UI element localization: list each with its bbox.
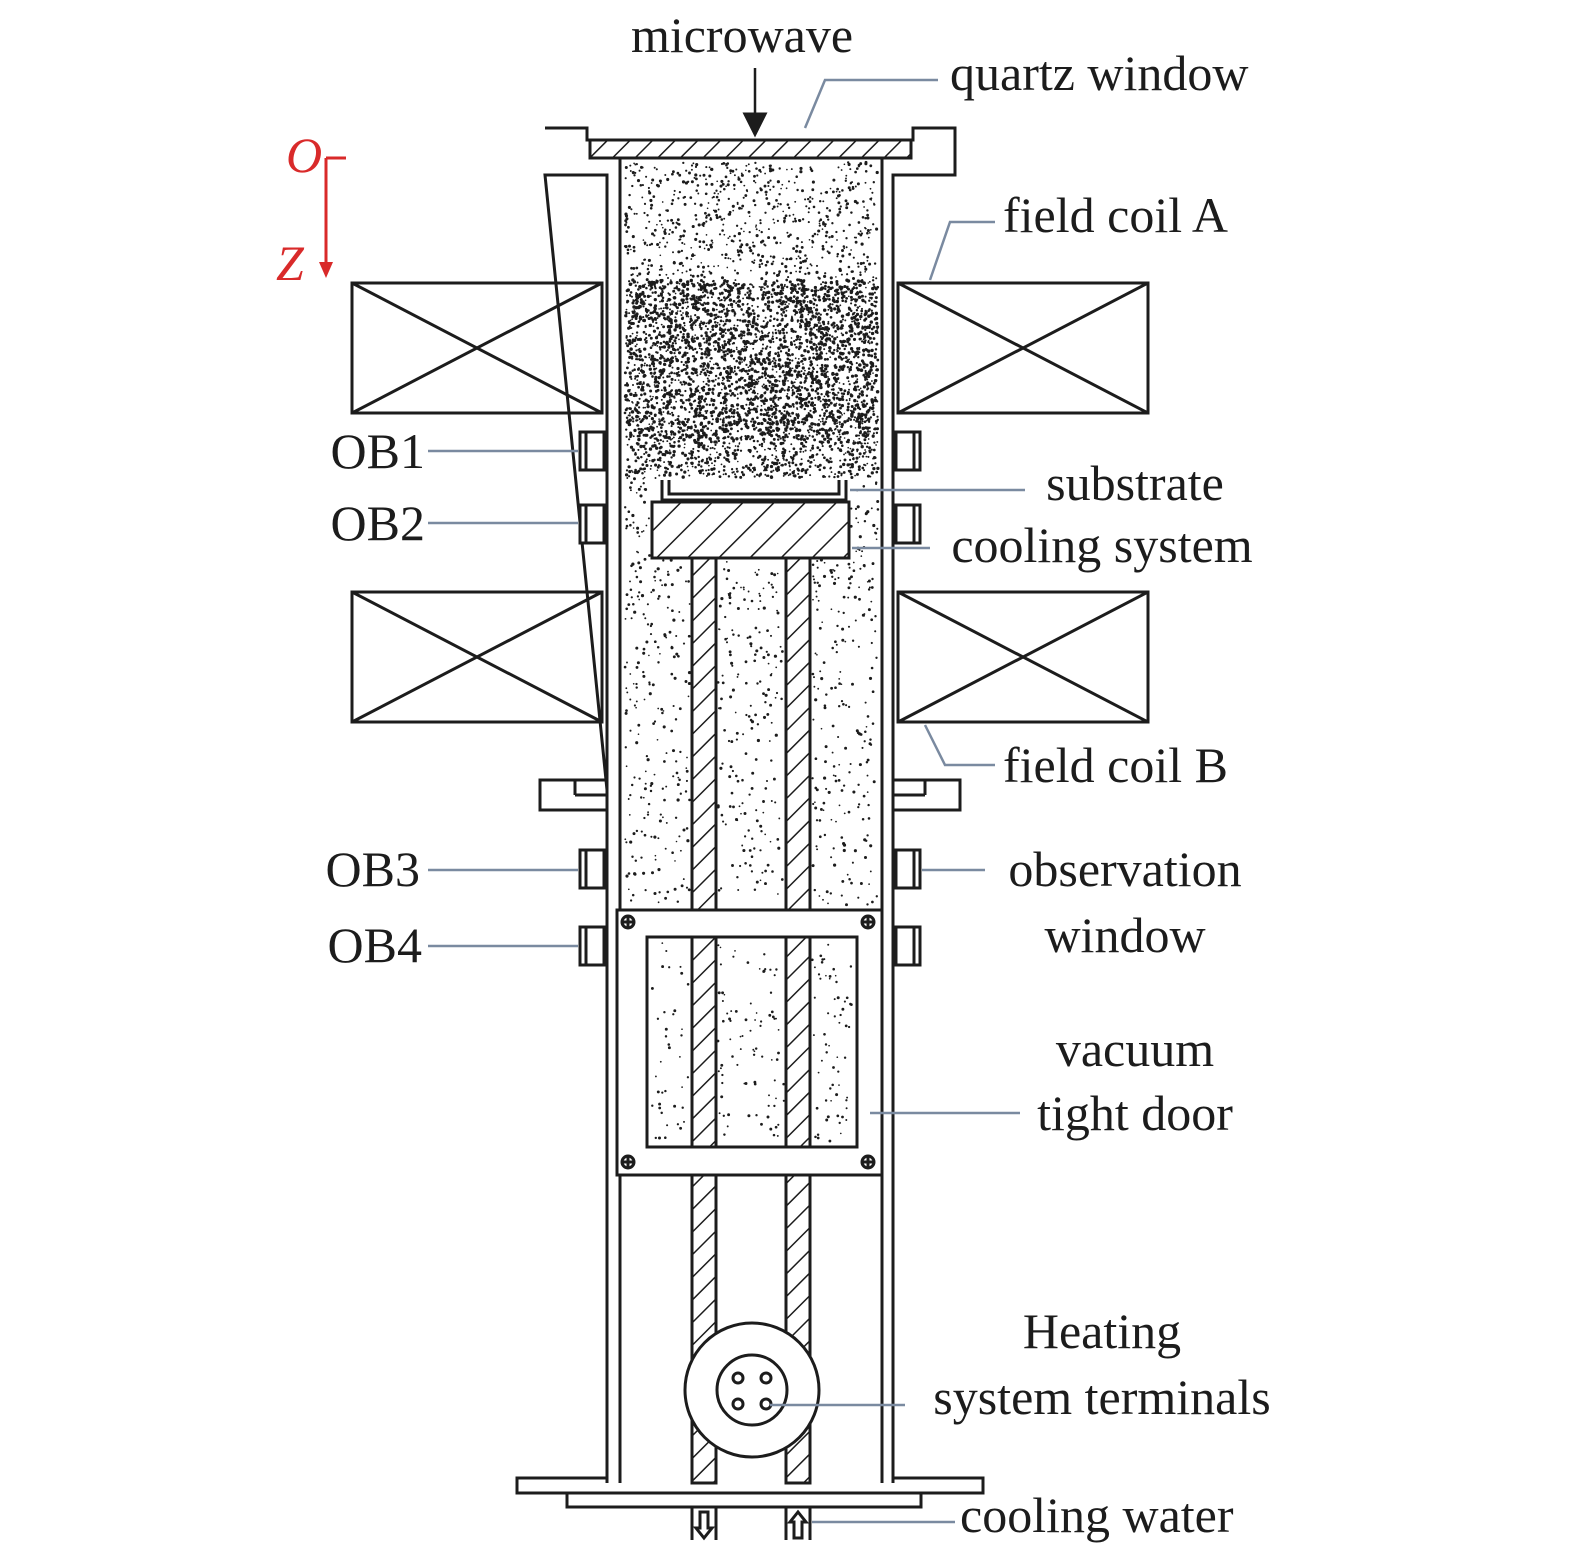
cooling-stage xyxy=(650,500,851,560)
label-window: window xyxy=(1044,907,1205,963)
label-ob1: OB1 xyxy=(331,423,425,479)
label-substrate: substrate xyxy=(1046,455,1224,511)
label-system-terminals: system terminals xyxy=(933,1369,1270,1425)
vacuum-tight-door xyxy=(615,908,884,1177)
label-quartz-window: quartz window xyxy=(950,45,1249,101)
label-cooling-water: cooling water xyxy=(960,1487,1234,1543)
outflow-arrow-icon xyxy=(692,1510,716,1541)
cooling-water-pipes xyxy=(690,1507,812,1541)
axis-indicator xyxy=(319,156,346,278)
label-heating: Heating xyxy=(1023,1303,1181,1359)
middle-flange xyxy=(538,778,962,812)
bottom-flange xyxy=(515,1476,985,1509)
field-coil-b-right xyxy=(896,590,1150,724)
label-microwave: microwave xyxy=(631,7,853,63)
label-ob2: OB2 xyxy=(331,495,425,551)
top-flange xyxy=(543,126,957,791)
observation-ports xyxy=(578,430,922,967)
substrate xyxy=(660,480,848,502)
label-vacuum: vacuum xyxy=(1056,1021,1214,1077)
field-coil-b-left xyxy=(350,590,604,724)
label-field-coil-b: field coil B xyxy=(1003,737,1228,793)
heating-terminals xyxy=(683,1321,821,1459)
label-cooling-system: cooling system xyxy=(951,517,1252,573)
door-screws xyxy=(620,914,876,1170)
quartz-window xyxy=(588,138,913,160)
label-ob4: OB4 xyxy=(328,917,422,973)
chamber-tube xyxy=(605,158,895,1483)
door-dots xyxy=(650,942,853,1143)
label-ob3: OB3 xyxy=(326,841,420,897)
plasma-region xyxy=(623,160,880,907)
axis-z-label: Z xyxy=(276,235,305,291)
label-observation: observation xyxy=(1008,841,1241,897)
axis-origin-label: O xyxy=(286,127,322,183)
field-coil-a-left xyxy=(350,281,604,415)
field-coil-a-right xyxy=(896,281,1150,415)
label-field-coil-a: field coil A xyxy=(1003,187,1228,243)
label-tight-door: tight door xyxy=(1037,1085,1233,1141)
inflow-arrow-icon xyxy=(786,1509,810,1540)
leader-lines xyxy=(428,78,1025,1524)
